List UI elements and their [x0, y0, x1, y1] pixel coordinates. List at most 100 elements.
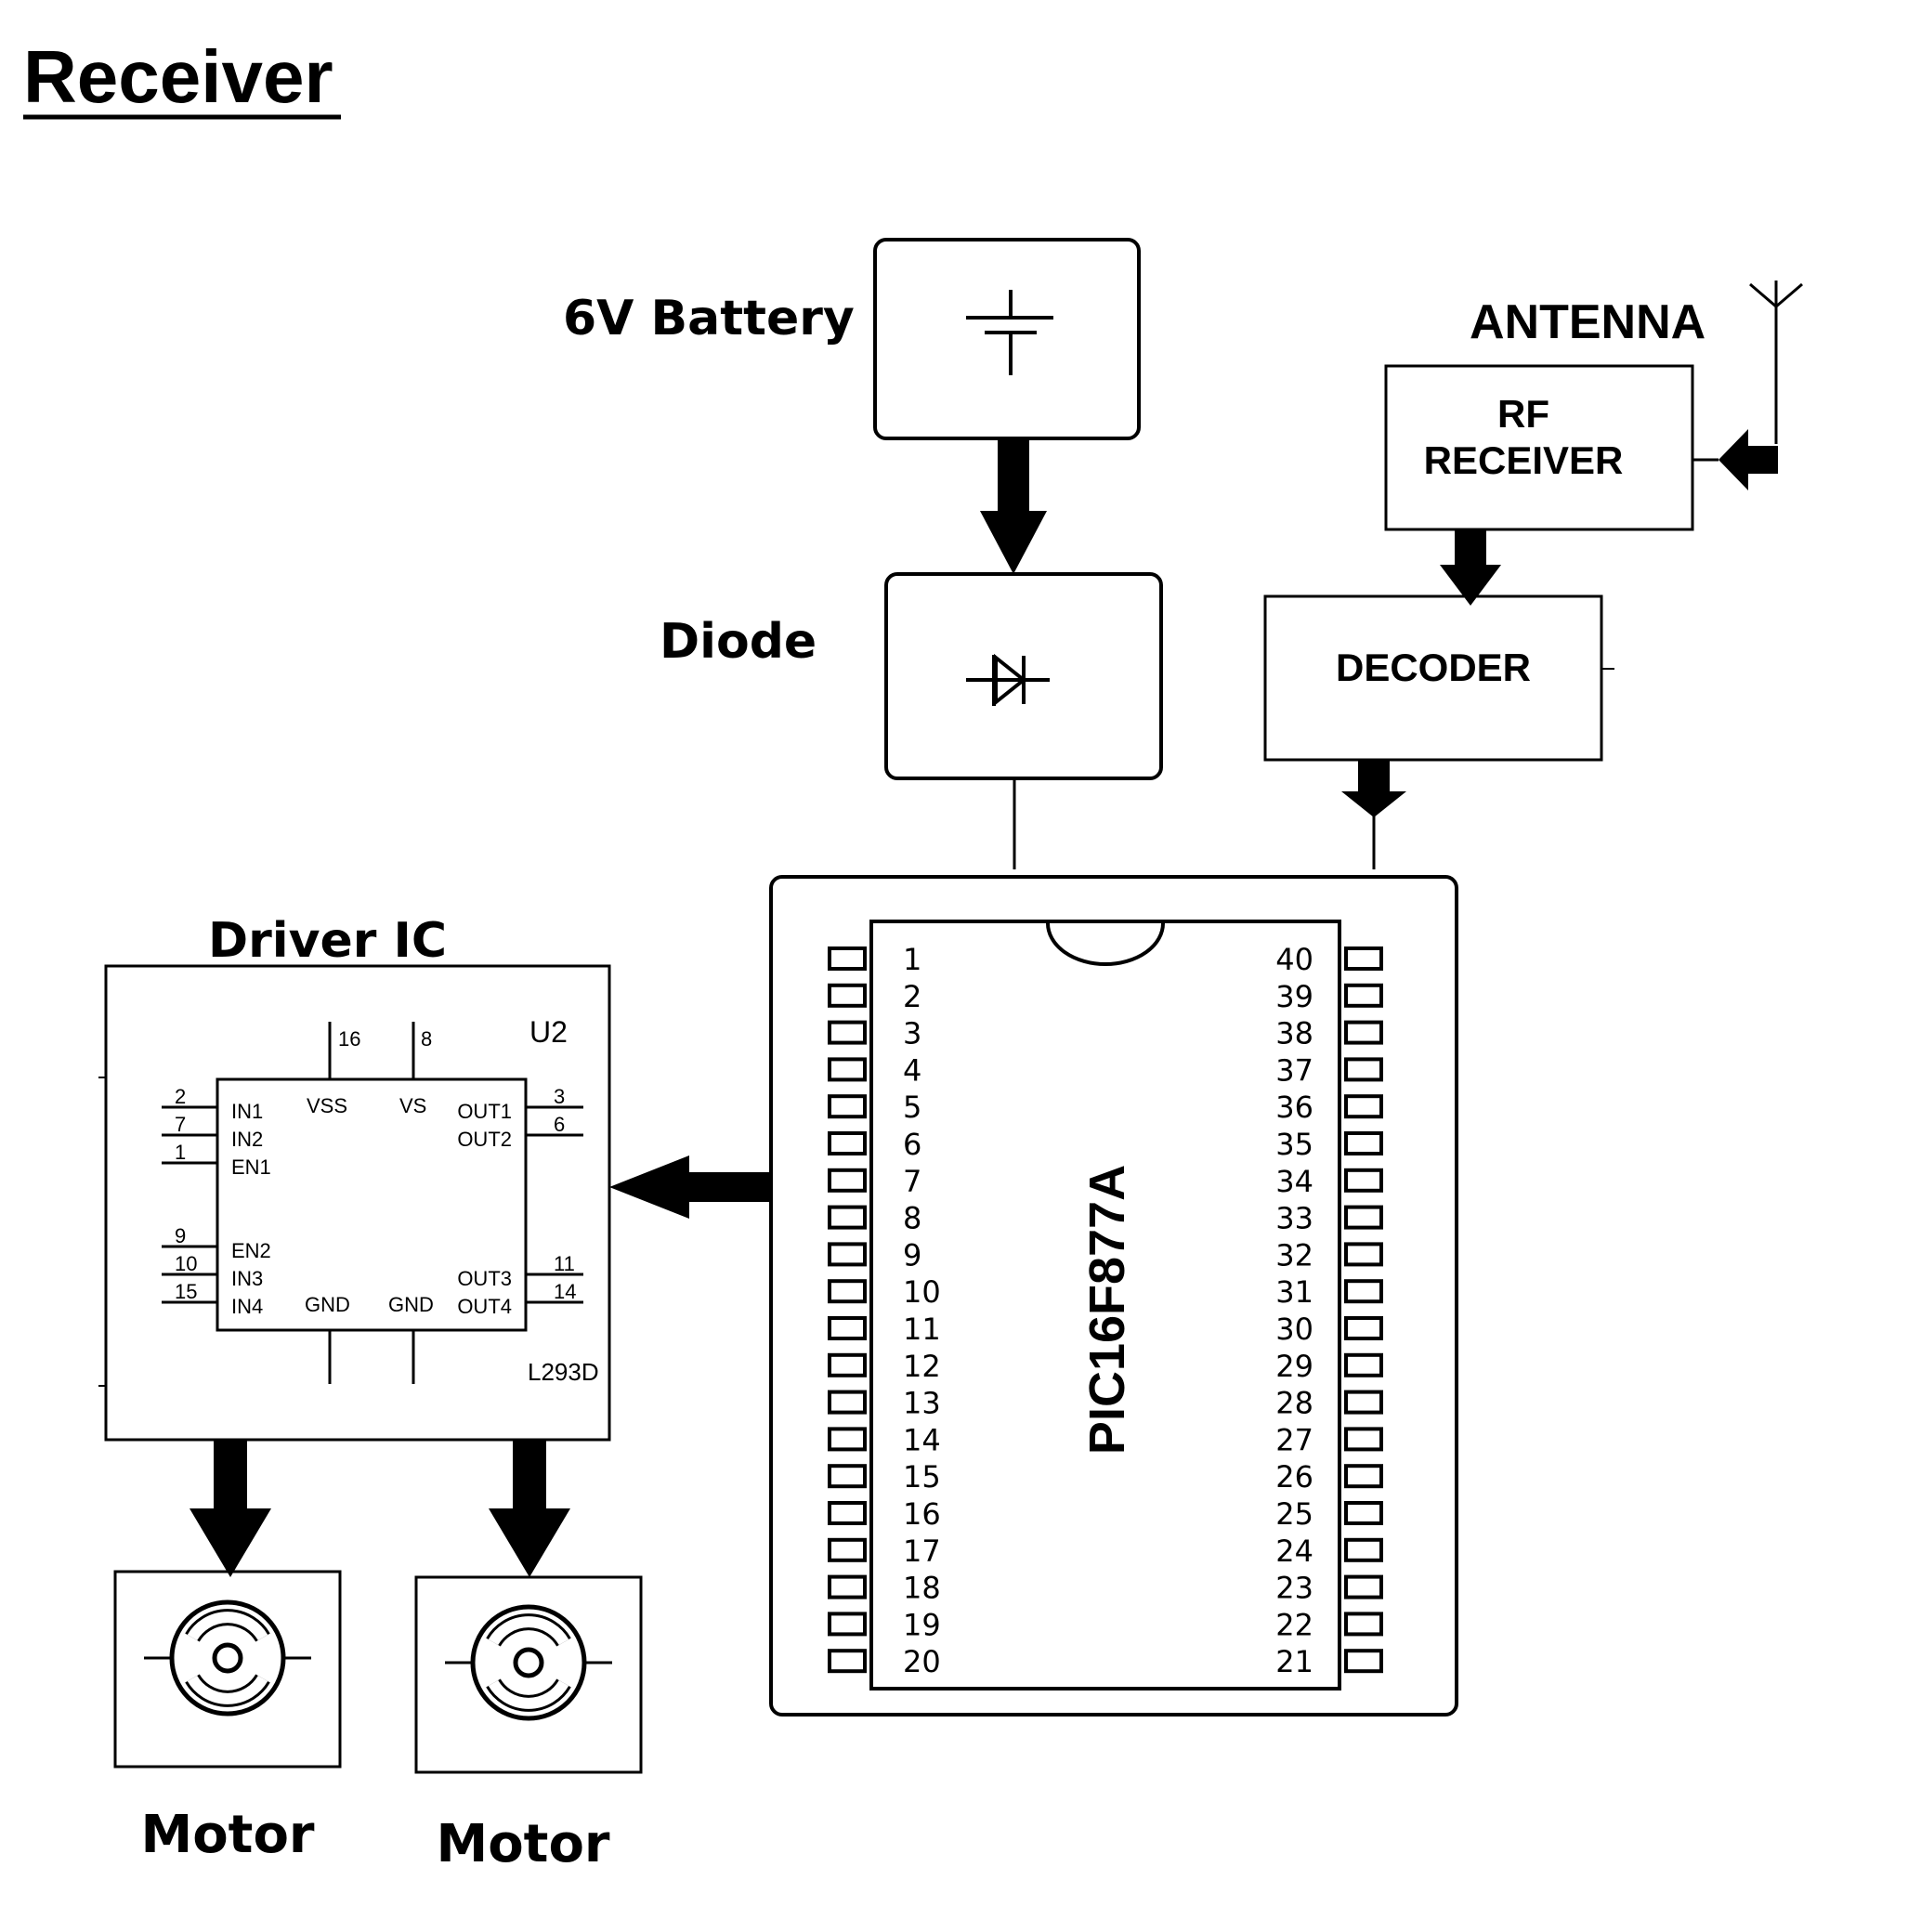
mcu-pin-16: 16	[828, 1496, 941, 1532]
motor-left-block	[113, 1570, 342, 1769]
mcu-pin-31: 31	[1275, 1274, 1383, 1310]
pin-vs-num: 8	[421, 1027, 432, 1051]
driver-label: Driver IC	[208, 913, 447, 969]
mcu-pin-35: 35	[1275, 1127, 1383, 1162]
mcu-pin-label: 11	[903, 1312, 941, 1347]
motor-left-label: Motor	[140, 1805, 314, 1865]
arrow-antenna-to-rf	[1718, 429, 1778, 490]
mcu-pin-label: 27	[1275, 1422, 1313, 1457]
mcu-pin-label: 30	[1275, 1312, 1313, 1347]
l293d-pin-number: 6	[554, 1113, 565, 1136]
mcu-pin-6: 6	[828, 1127, 921, 1162]
mcu-pin-27: 27	[1275, 1422, 1383, 1457]
l293d-pin-name: IN2	[231, 1128, 263, 1151]
mcu-pin-12: 12	[828, 1349, 941, 1384]
mcu-pin-33: 33	[1275, 1201, 1383, 1236]
mcu-pin-label: 33	[1275, 1201, 1313, 1236]
driver-block	[104, 964, 611, 1442]
mcu-pin-label: 19	[903, 1607, 941, 1642]
mcu-pin-label: 37	[1275, 1052, 1313, 1088]
mcu-pin-4: 4	[828, 1052, 921, 1088]
mcu-pin-24: 24	[1275, 1534, 1383, 1569]
battery-icon	[966, 290, 1053, 375]
mcu-pin-label: 10	[903, 1274, 941, 1310]
rf-label-line2: RECEIVER	[1424, 438, 1624, 482]
arrow-rf-to-decoder	[1440, 529, 1501, 606]
mcu-pin-label: 40	[1275, 942, 1313, 977]
mcu-pin-label: 7	[903, 1164, 921, 1199]
arrow-battery-to-diode	[980, 438, 1047, 574]
l293d-pin-number: 1	[175, 1141, 186, 1164]
pin-vss-num: 16	[338, 1027, 360, 1051]
l293d-pin-name: IN1	[231, 1100, 263, 1123]
mcu-pin-label: 28	[1275, 1386, 1313, 1421]
l293d-pin-number: 15	[175, 1280, 197, 1303]
mcu-pin-18: 18	[828, 1571, 941, 1606]
l293d-pin-number: 11	[554, 1252, 575, 1275]
mcu-pin-label: 34	[1275, 1164, 1313, 1199]
l293d-pin-name: IN4	[231, 1295, 263, 1318]
l293d-pin-number: 14	[554, 1280, 576, 1303]
mcu-pin-label: 32	[1275, 1237, 1313, 1273]
mcu-pin-25: 25	[1275, 1496, 1383, 1532]
page-title: Receiver	[23, 35, 333, 118]
rf-label-line1: RF	[1497, 392, 1549, 436]
mcu-pin-label: 22	[1275, 1607, 1313, 1642]
mcu-pin-17: 17	[828, 1534, 941, 1569]
diode-label: Diode	[660, 614, 817, 670]
l293d-pin-name: OUT2	[457, 1128, 512, 1151]
mcu-pin-label: 26	[1275, 1459, 1313, 1495]
mcu-pin-label: 25	[1275, 1496, 1313, 1532]
mcu-pin-29: 29	[1275, 1349, 1383, 1384]
mcu-pin-label: 4	[903, 1052, 921, 1088]
mcu-pin-22: 22	[1275, 1607, 1383, 1642]
mcu-pin-label: 29	[1275, 1349, 1313, 1384]
mcu-pin-37: 37	[1275, 1052, 1383, 1088]
arrow-driver-to-motor-right	[489, 1440, 570, 1577]
l293d-pin-name: EN1	[231, 1155, 271, 1179]
mcu-pin-9: 9	[828, 1237, 921, 1273]
motor-right-label: Motor	[436, 1814, 609, 1874]
mcu-pin-7: 7	[828, 1164, 921, 1199]
driver-part: L293D	[528, 1358, 599, 1386]
l293d-chip: 16 8 VSS VS GND GND	[216, 1022, 528, 1384]
mcu-pin-label: 6	[903, 1127, 921, 1162]
mcu-pin-label: 38	[1275, 1016, 1313, 1051]
arrow-driver-to-motor-left	[189, 1440, 271, 1577]
mcu-pin-21: 21	[1275, 1644, 1383, 1679]
mcu-pin-23: 23	[1275, 1571, 1383, 1606]
mcu-pin-28: 28	[1275, 1386, 1383, 1421]
mcu-pin-14: 14	[828, 1422, 941, 1457]
decoder-block	[1263, 594, 1603, 762]
mcu-pin-label: 24	[1275, 1534, 1313, 1569]
mcu-pin-label: 18	[903, 1571, 941, 1606]
mcu-pin-34: 34	[1275, 1164, 1383, 1199]
mcu-pin-8: 8	[828, 1201, 921, 1236]
pin-vs-label: VS	[399, 1094, 426, 1117]
l293d-pin-name: OUT1	[457, 1100, 512, 1123]
mcu-pin-label: 31	[1275, 1274, 1313, 1310]
mcu-pin-label: 20	[903, 1644, 941, 1679]
mcu-pin-39: 39	[1275, 979, 1383, 1014]
mcu-pin-label: 13	[903, 1386, 941, 1421]
mcu-pin-label: 23	[1275, 1571, 1313, 1606]
pin-vss-label: VSS	[307, 1094, 347, 1117]
mcu-pin-label: 17	[903, 1534, 941, 1569]
mcu-pin-label: 36	[1275, 1090, 1313, 1125]
decoder-label: DECODER	[1336, 646, 1531, 689]
arrow-decoder-to-mcu	[1341, 760, 1406, 869]
l293d-pin-number: 2	[175, 1085, 186, 1108]
mcu-part-label: PIC16F877A	[1079, 1165, 1135, 1455]
mcu-pin-label: 12	[903, 1349, 941, 1384]
motor-right-block	[414, 1575, 643, 1774]
mcu-pin-label: 39	[1275, 979, 1313, 1014]
mcu-pin-36: 36	[1275, 1090, 1383, 1125]
